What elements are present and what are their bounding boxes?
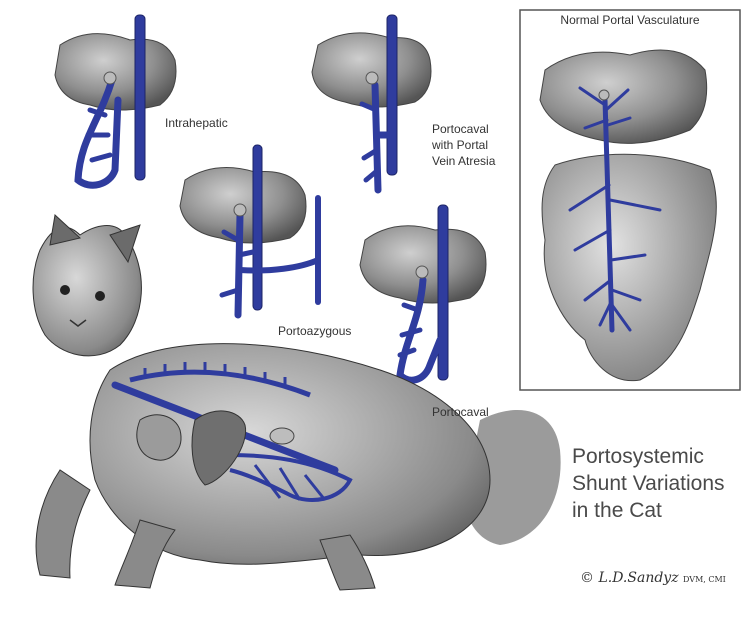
label-portocaval-atresia-line2: with Portal (432, 138, 489, 152)
title-line2: Shunt Variations (572, 472, 725, 495)
signature-name: L.D.Sandyz (598, 570, 679, 586)
portocaval-atresia-diagram (311, 14, 432, 194)
portocaval-diagram (359, 204, 487, 384)
label-portocaval: Portocaval (432, 405, 489, 419)
label-intrahepatic: Intrahepatic (165, 116, 228, 130)
cat-illustration (32, 214, 561, 591)
label-portoazygous: Portoazygous (278, 324, 352, 338)
copyright-symbol: © (580, 570, 594, 586)
label-portocaval-atresia-line3: Vein Atresia (432, 154, 496, 168)
figure-title: Portosystemic Shunt Variations in the Ca… (572, 443, 725, 524)
signature-credentials: DVM, CMI (683, 575, 726, 584)
portoazygous-diagram (179, 144, 321, 319)
intrahepatic-diagram (54, 14, 177, 189)
artist-signature: © L.D.Sandyz DVM, CMI (580, 570, 726, 586)
label-normal-portal-vasculature: Normal Portal Vasculature (560, 13, 700, 27)
label-portocaval-atresia-line1: Portocaval (432, 122, 489, 136)
label-portocaval-atresia: Portocaval with Portal Vein Atresia (432, 121, 495, 169)
title-line1: Portosystemic (572, 445, 704, 468)
title-line3: in the Cat (572, 499, 662, 522)
normal-portal-vasculature-diagram (519, 9, 741, 391)
